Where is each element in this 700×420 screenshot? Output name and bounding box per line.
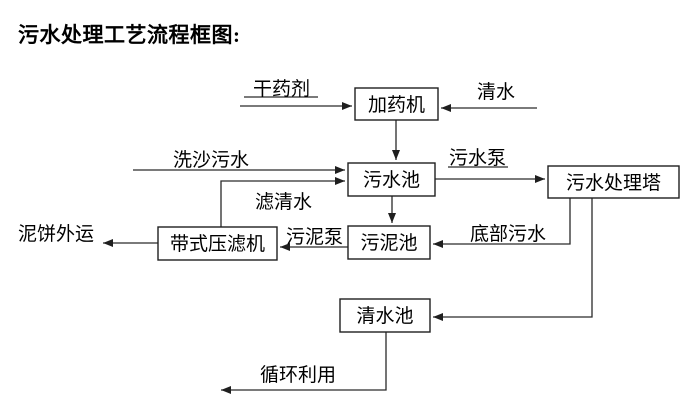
flow-label-bottom-sewage: 底部污水 xyxy=(470,223,546,245)
flow-label-filtered-clear-water: 滤清水 xyxy=(255,191,312,213)
box-belt-filter-press: 带式压滤机 xyxy=(157,226,278,261)
flow-label-mud-cake-shipped-out: 泥饼外运 xyxy=(18,223,94,245)
flow-labels: 干药剂 清水 洗沙污水 滤清水 污水泵 底部污水 污泥泵 泥饼外运 循环利用 xyxy=(18,78,546,386)
arrow-clean-water-pool-to-recycled-use xyxy=(221,332,387,394)
flow-label-recycled-use: 循环利用 xyxy=(260,364,336,386)
box-clean-water-pool-label: 清水池 xyxy=(356,305,413,327)
box-sludge-pool-label: 污泥池 xyxy=(360,232,417,254)
box-sewage-treatment-tower: 污水处理塔 xyxy=(547,165,680,199)
arrow-tower-bottom-sewage-to-sludge-pool xyxy=(433,198,571,248)
flow-arrows xyxy=(103,96,593,394)
box-sewage-pool: 污水池 xyxy=(347,162,436,197)
box-sewage-treatment-tower-label: 污水处理塔 xyxy=(566,172,661,194)
box-clean-water-pool: 清水池 xyxy=(339,298,431,333)
box-dosing-machine: 加药机 xyxy=(354,87,439,121)
flow-label-sludge-pump: 污泥泵 xyxy=(286,226,343,248)
arrow-tower-to-clean-water-pool xyxy=(433,198,593,321)
box-sewage-pool-label: 污水池 xyxy=(363,169,420,191)
flow-label-dry-agent: 干药剂 xyxy=(253,78,310,100)
flow-label-sewage-pump: 污水泵 xyxy=(449,147,506,169)
box-belt-filter-press-label: 带式压滤机 xyxy=(170,233,265,255)
page-title: 污水处理工艺流程框图: xyxy=(18,23,241,47)
arrow-filtered-water-to-sewage-pool xyxy=(220,177,345,227)
box-sludge-pool: 污泥池 xyxy=(347,225,431,260)
box-dosing-machine-label: 加药机 xyxy=(368,94,425,116)
flow-label-sand-washing-sewage: 洗沙污水 xyxy=(173,149,249,171)
flow-label-clean-water: 清水 xyxy=(477,81,515,103)
